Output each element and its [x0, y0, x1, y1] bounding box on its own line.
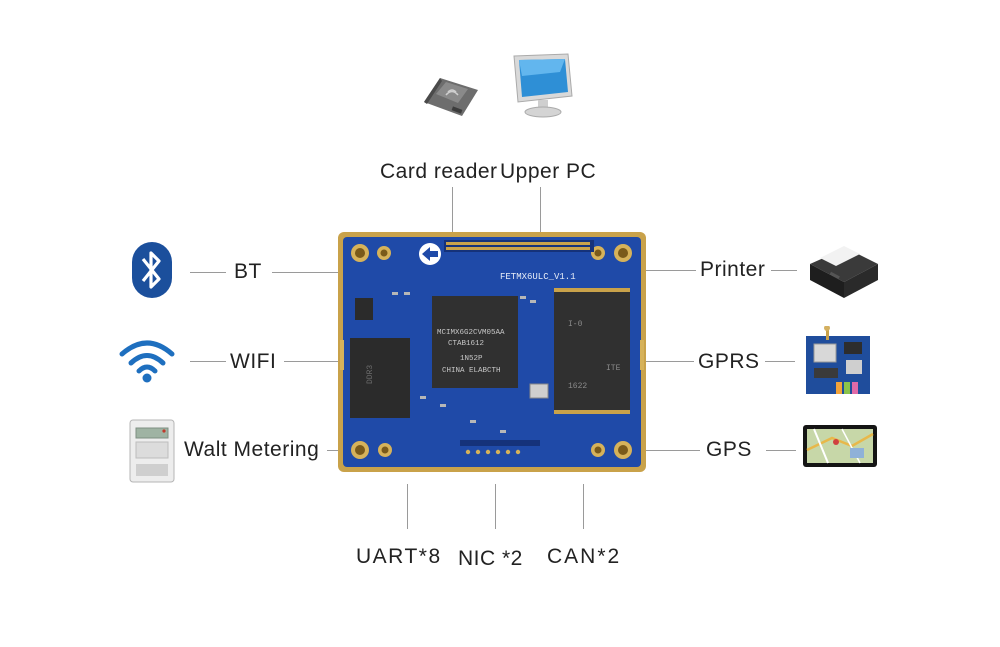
label-metering: Walt Metering — [184, 438, 320, 461]
label-gprs: GPRS — [698, 350, 760, 373]
line-printer — [646, 270, 696, 271]
board-pcb — [343, 237, 641, 467]
line-gprs — [646, 361, 694, 362]
label-printer: Printer — [700, 258, 766, 281]
flash-label-2: 1622 — [568, 382, 587, 391]
board-silk-label: FETMX6ULC_V1.1 — [500, 272, 576, 282]
line-card-reader — [452, 187, 453, 234]
flash-label-3: ITE — [606, 364, 621, 373]
bluetooth-icon — [132, 242, 172, 298]
power-meter-icon — [129, 419, 175, 483]
board-gold-edge — [338, 232, 646, 472]
line-gps — [646, 450, 700, 451]
line-metering-board — [327, 450, 339, 451]
flash-chip — [554, 292, 630, 410]
cpu-label-3: 1N52P — [460, 355, 483, 363]
label-nic: NIC *2 — [458, 547, 523, 570]
flash-label-1: I-0 — [568, 320, 583, 329]
cpu-label-1: MCIMX6G2CVM05AA — [437, 329, 505, 337]
label-upper-pc: Upper PC — [500, 160, 597, 183]
line-nic — [495, 484, 496, 529]
wifi-icon — [119, 340, 175, 383]
printer-icon — [810, 246, 878, 298]
line-bt — [190, 272, 226, 273]
cpu-label-2: CTAB1612 — [448, 340, 484, 348]
line-upper-pc — [540, 187, 541, 234]
label-can: CAN*2 — [547, 545, 622, 568]
line-bt-board — [272, 272, 338, 273]
line-wifi — [190, 361, 226, 362]
label-gps: GPS — [706, 438, 752, 461]
card-reader-icon — [424, 78, 478, 116]
mounting-holes — [351, 244, 632, 459]
gprs-module-icon — [806, 326, 870, 394]
ddr-chip-label: DDR3 — [366, 365, 375, 384]
label-uart: UART*8 — [356, 545, 442, 568]
line-can — [583, 484, 584, 529]
line-uart — [407, 484, 408, 529]
header-connector — [444, 240, 594, 252]
ddr-chip — [350, 338, 410, 418]
label-card-reader: Card reader — [380, 160, 498, 183]
cpu-chip — [432, 296, 518, 388]
label-bt: BT — [234, 260, 262, 283]
label-wifi: WIFI — [230, 350, 277, 373]
gps-navigator-icon — [803, 425, 877, 467]
line-gps-icon — [766, 450, 796, 451]
line-printer-icon — [771, 270, 797, 271]
monitor-icon — [513, 53, 573, 118]
cpu-label-4: CHINA ELABCTH — [442, 367, 501, 375]
line-wifi-board — [284, 361, 338, 362]
line-gprs-icon — [765, 361, 795, 362]
